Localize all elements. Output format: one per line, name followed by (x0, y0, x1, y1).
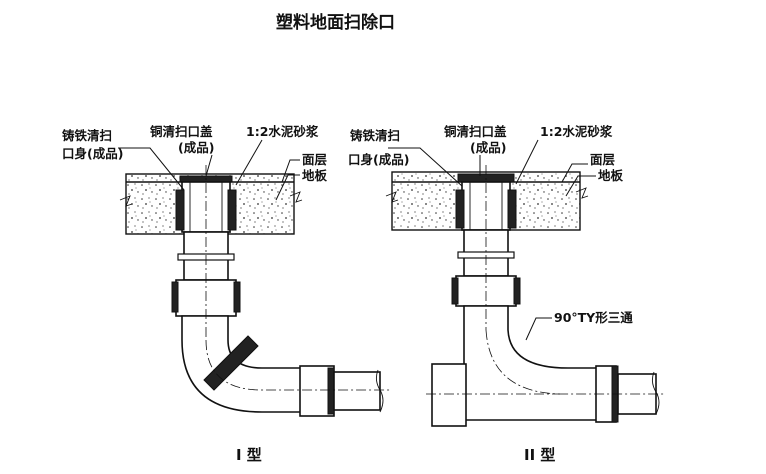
type1-caption: I 型 (236, 446, 262, 464)
type2-label-cast-iron-body: 铸铁清扫 (350, 128, 400, 143)
type1-horizontal-socket-thread (327, 367, 335, 415)
type2-label-cast-iron-body-2: 口身(成品) (348, 152, 409, 167)
type2-leader-mortar (515, 139, 539, 185)
type2-caption: II 型 (524, 446, 555, 464)
type1-body-thread-left (175, 189, 185, 231)
type1-leader-surface (281, 159, 300, 183)
type2-break-left (385, 191, 399, 203)
page-title: 塑料地面扫除口 (276, 12, 395, 33)
type2-body-thread-left (455, 189, 465, 229)
type1-socket-thread-right (233, 281, 241, 313)
type1-leader-body (118, 147, 185, 191)
type2-socket-thread-left (451, 277, 459, 305)
type1-break-right (289, 191, 303, 203)
type2-socket-thread-right (513, 277, 521, 305)
type2-drawing: 铸铁清扫 口身(成品) 铜清扫口盖 (成品) 1:2水泥砂浆 面层 地板 90°… (348, 124, 666, 464)
type1-socket-thread-left (171, 281, 179, 313)
type1-leader-mortar (235, 139, 263, 186)
type2-label-surface: 面层 (590, 152, 616, 167)
type1-body-thread-right (227, 189, 237, 231)
type2-leader-body (388, 147, 463, 187)
type2-label-tee: 90°TY形三通 (554, 310, 633, 325)
type2-label-floor: 地板 (598, 168, 624, 183)
type2-label-copper-cover-2: (成品) (470, 140, 506, 155)
type2-pipe-break (651, 371, 660, 415)
type2-leader-surface (561, 163, 588, 183)
type2-label-mortar: 1:2水泥砂浆 (540, 124, 613, 139)
type1-label-cast-iron-body: 铸铁清扫 (62, 128, 112, 143)
type1-leader-cover (205, 154, 213, 177)
type1-leader-floor (275, 174, 300, 201)
type1-elbow (181, 315, 305, 413)
type1-elbow-band (203, 335, 259, 391)
type1-label-floor: 地板 (302, 168, 328, 183)
type1-label-mortar: 1:2水泥砂浆 (246, 124, 319, 139)
type1-label-copper-cover-2: (成品) (178, 140, 214, 155)
type2-body-thread-right (507, 189, 517, 229)
type2-label-copper-cover: 铜清扫口盖 (444, 124, 507, 139)
type1-label-copper-cover: 铜清扫口盖 (150, 124, 213, 139)
type2-ty-tee (439, 305, 605, 421)
type1-break-left (119, 195, 133, 207)
type1-drawing: 铸铁清扫 口身(成品) 铜清扫口盖 (成品) 1:2水泥砂浆 面层 地板 I 型 (62, 124, 390, 464)
type1-label-cast-iron-body-2: 口身(成品) (62, 146, 123, 161)
type2-leader-floor (565, 175, 596, 197)
type2-leader-tee (525, 317, 552, 341)
type2-break-right (575, 187, 589, 199)
type1-label-surface: 面层 (302, 152, 328, 167)
type1-centerline-h (205, 339, 390, 391)
type2-centerline-h (485, 329, 666, 395)
type2-tee-left-hub (431, 363, 467, 427)
type1-horizontal-pipe (333, 371, 381, 411)
